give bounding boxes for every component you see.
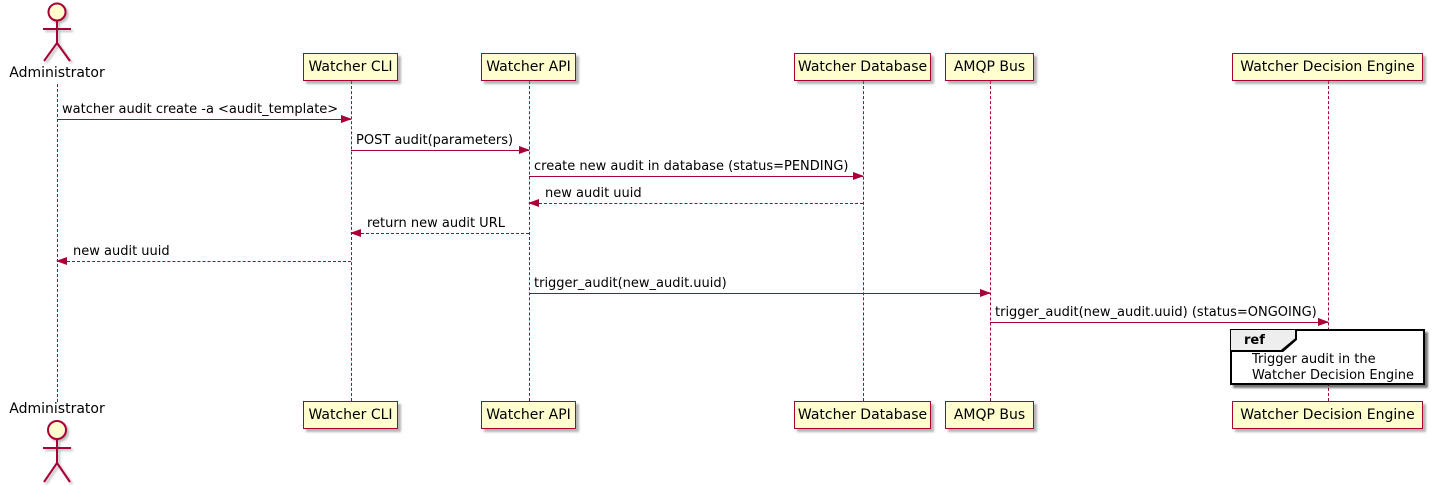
message-label: new audit uuid — [545, 186, 642, 201]
actor-figure-bottom — [43, 420, 71, 483]
participant-top-watcher-database: Watcher Database — [794, 53, 931, 81]
actor-label-bottom: Administrator — [9, 401, 105, 417]
message-audit-create: watcher audit create -a <audit_template> — [57, 102, 352, 123]
message-return-audit-url: return new audit URL — [350, 216, 529, 237]
message-create-audit-db: create new audit in database (status=PEN… — [529, 159, 864, 180]
ref-fragment: ref Trigger audit in the Watcher Decisio… — [1230, 329, 1425, 385]
arrowhead-right-icon — [519, 145, 530, 154]
message-label: new audit uuid — [73, 244, 170, 259]
participant-top-amqp-bus: AMQP Bus — [945, 53, 1034, 81]
message-line — [529, 171, 864, 180]
message-trigger-audit-ongoing: trigger_audit(new_audit.uuid) (status=ON… — [990, 305, 1329, 326]
message-label: watcher audit create -a <audit_template> — [62, 102, 339, 117]
message-line — [57, 114, 352, 123]
arrowhead-right-icon — [341, 114, 352, 123]
arrowhead-right-icon — [853, 171, 864, 180]
message-line — [351, 145, 530, 154]
ref-tab-fill — [1231, 330, 1295, 350]
lifeline-watcher-cli — [351, 81, 352, 401]
participant-top-watcher-api: Watcher API — [481, 53, 576, 81]
message-label: return new audit URL — [367, 216, 505, 231]
lifeline-administrator — [57, 84, 58, 402]
message-line — [529, 288, 991, 297]
participant-bottom-watcher-database: Watcher Database — [794, 401, 931, 429]
arrowhead-right-icon — [1318, 317, 1329, 326]
message-line — [350, 228, 529, 237]
ref-body: Trigger audit in the Watcher Decision En… — [1252, 352, 1414, 384]
lifeline-amqp-bus — [990, 81, 991, 401]
message-line — [990, 317, 1329, 326]
message-label: POST audit(parameters) — [356, 133, 514, 148]
message-line — [528, 198, 863, 207]
arrowhead-left-icon — [350, 228, 361, 237]
lifeline-watcher-database — [863, 81, 864, 401]
participant-bottom-watcher-api: Watcher API — [481, 401, 576, 429]
actor-label-top: Administrator — [9, 65, 105, 81]
arrowhead-left-icon — [528, 198, 539, 207]
participant-bottom-watcher-decision-engine: Watcher Decision Engine — [1232, 401, 1423, 429]
ref-keyword: ref — [1244, 333, 1265, 348]
message-new-audit-uuid-db: new audit uuid — [528, 186, 863, 207]
message-label: create new audit in database (status=PEN… — [534, 159, 849, 174]
participant-top-watcher-decision-engine: Watcher Decision Engine — [1232, 53, 1423, 81]
actor-figure-top — [43, 2, 71, 62]
arrowhead-right-icon — [980, 288, 991, 297]
message-trigger-audit: trigger_audit(new_audit.uuid) — [529, 276, 991, 297]
ref-tab — [1231, 330, 1297, 352]
message-label: trigger_audit(new_audit.uuid) — [534, 276, 727, 291]
participant-top-watcher-cli: Watcher CLI — [303, 53, 398, 81]
arrowhead-left-icon — [56, 256, 67, 265]
lifeline-watcher-api — [529, 81, 530, 401]
lifeline-watcher-decision-engine — [1328, 81, 1329, 401]
message-post-audit: POST audit(parameters) — [351, 133, 530, 154]
ref-text-line1: Trigger audit in the — [1252, 352, 1376, 367]
message-new-audit-uuid-admin: new audit uuid — [56, 244, 351, 265]
message-line — [56, 256, 351, 265]
ref-text-line2: Watcher Decision Engine — [1252, 368, 1414, 383]
message-label: trigger_audit(new_audit.uuid) (status=ON… — [995, 305, 1317, 320]
participant-bottom-amqp-bus: AMQP Bus — [945, 401, 1034, 429]
participant-bottom-watcher-cli: Watcher CLI — [303, 401, 398, 429]
